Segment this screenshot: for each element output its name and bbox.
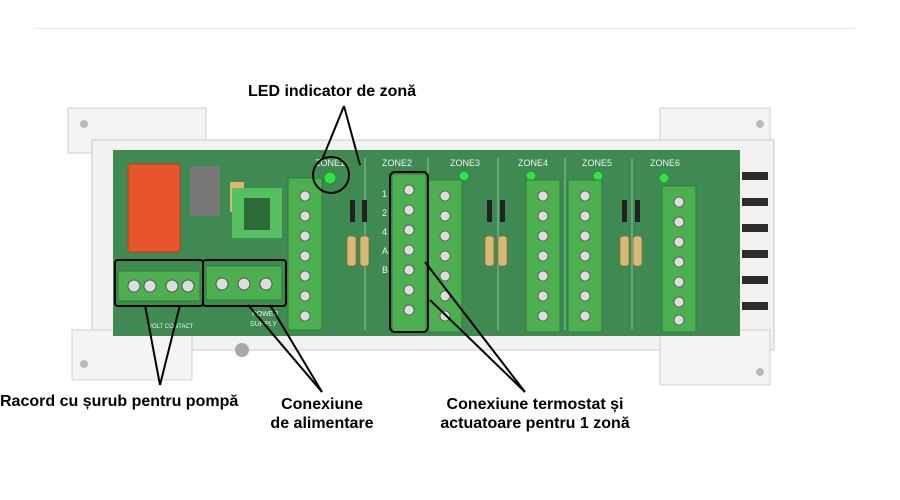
- zone-led: [458, 170, 470, 182]
- callout-zone: Conexiune termostat și actuatoare pentru…: [420, 395, 650, 433]
- callout-led: LED indicator de zonă: [248, 83, 417, 100]
- top-divider: [35, 28, 855, 29]
- zone-label-4: ZONE4: [518, 158, 548, 168]
- callout-zone-line2: actuatoare pentru 1 zonă: [440, 415, 630, 432]
- relay-block: [127, 163, 282, 253]
- led-highlight-circle: [312, 156, 350, 194]
- pin-label: A: [382, 246, 388, 256]
- callout-zone-line1: Conexiune termostat și: [446, 396, 624, 413]
- callout-pump: Racord cu șurub pentru pompă: [0, 393, 239, 410]
- zone-label-5: ZONE5: [582, 158, 612, 168]
- zone-label-6: ZONE6: [650, 158, 680, 168]
- zone-label-2: ZONE2: [382, 158, 412, 168]
- power-highlight-frame: [202, 259, 287, 307]
- callout-power-line2: de alimentare: [270, 415, 374, 432]
- zone-highlight-frame: [389, 171, 429, 333]
- zone-led: [323, 171, 337, 185]
- pin-label: 4: [382, 227, 387, 237]
- pin-label: B: [382, 265, 388, 275]
- zone-label-1: ZONE1: [315, 158, 345, 168]
- pin-label: 1: [382, 189, 387, 199]
- pin-label: 2: [382, 208, 387, 218]
- terminal-blocks: [287, 173, 697, 333]
- callout-power-line1: Conexiune: [281, 396, 363, 413]
- zone-led: [658, 172, 670, 184]
- callout-power: Conexiune de alimentare: [262, 395, 382, 433]
- pump-connector: VOLT CONTACT: [117, 270, 201, 330]
- power-connector: POWER SUPPLY: [205, 265, 283, 328]
- leader-lines: [144, 105, 526, 393]
- power-board-label-1: POWER: [252, 311, 278, 318]
- zone-label-3: ZONE3: [450, 158, 480, 168]
- pump-board-label: VOLT CONTACT: [148, 324, 194, 330]
